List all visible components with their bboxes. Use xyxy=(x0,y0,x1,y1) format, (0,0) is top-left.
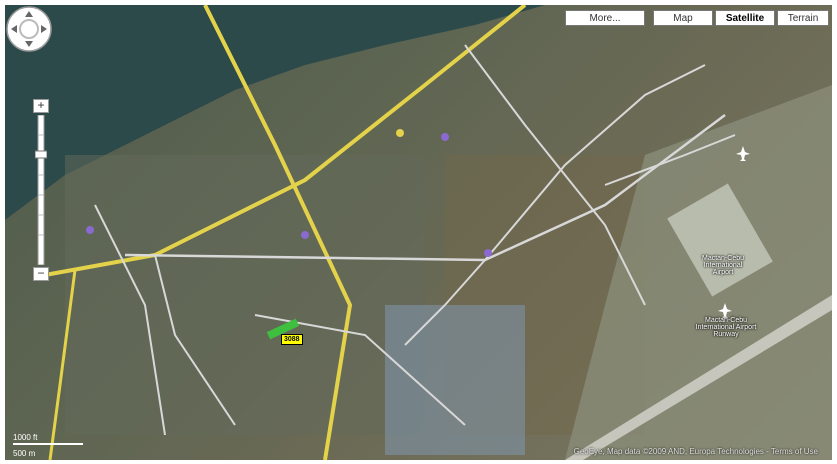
minor-road-1 xyxy=(124,114,726,262)
map-button[interactable]: Map xyxy=(653,10,713,26)
zoom-in-button[interactable]: + xyxy=(33,99,49,113)
airport-label: Mactan-Cebu International Airport xyxy=(701,255,745,276)
minor-road-5 xyxy=(464,44,646,306)
pan-right-icon xyxy=(41,25,47,33)
poi-pin xyxy=(484,249,492,257)
zoom-slider-handle xyxy=(35,150,47,159)
minor-road-6 xyxy=(404,259,486,346)
urban-area xyxy=(65,155,425,435)
scale-metric: 500 m xyxy=(13,449,35,458)
major-road-west xyxy=(48,269,77,460)
attribution-text[interactable]: GeoEye, Map data ©2009 AND, Europa Techn… xyxy=(573,447,818,456)
scale-metric-label: 500 m xyxy=(13,449,36,458)
park-strip xyxy=(266,318,300,340)
pan-up-icon xyxy=(25,11,33,17)
poi-pin xyxy=(86,226,94,234)
satellite-map[interactable]: Mactan-Cebu International Airport Mactan… xyxy=(5,5,832,460)
minor-road-8 xyxy=(604,134,736,186)
pan-control-icon[interactable] xyxy=(5,5,53,53)
minor-road-3 xyxy=(154,254,236,426)
minor-road-2 xyxy=(484,64,706,261)
minor-road-7 xyxy=(94,204,166,436)
major-road-north xyxy=(203,5,353,460)
satellite-button[interactable]: Satellite xyxy=(715,10,775,26)
runway-label: Mactan-Cebu International Airport Runway xyxy=(695,317,757,338)
poi-pin xyxy=(301,231,309,239)
scale-imperial: 1000 ft xyxy=(13,433,83,445)
water-channel xyxy=(5,5,545,220)
poi-pin xyxy=(396,129,404,137)
scale-imperial-label: 1000 ft xyxy=(13,433,38,442)
pan-left-icon xyxy=(11,25,17,33)
terrain-button[interactable]: Terrain xyxy=(777,10,829,26)
airport-apron xyxy=(667,183,773,297)
poi-marker-label[interactable]: 3088 xyxy=(281,334,303,345)
more-button[interactable]: More... xyxy=(565,10,645,26)
zoom-out-button[interactable]: − xyxy=(33,267,49,281)
airport-icon xyxy=(736,146,750,161)
runway xyxy=(565,295,832,460)
zoom-slider-icon[interactable] xyxy=(35,115,47,265)
scale-bar xyxy=(13,443,83,445)
industrial-zone xyxy=(385,305,525,455)
poi-pin xyxy=(441,133,449,141)
major-road-diagonal xyxy=(44,5,527,277)
airport-icon xyxy=(718,303,732,318)
satellite-imagery xyxy=(5,5,832,460)
pan-down-icon xyxy=(25,41,33,47)
